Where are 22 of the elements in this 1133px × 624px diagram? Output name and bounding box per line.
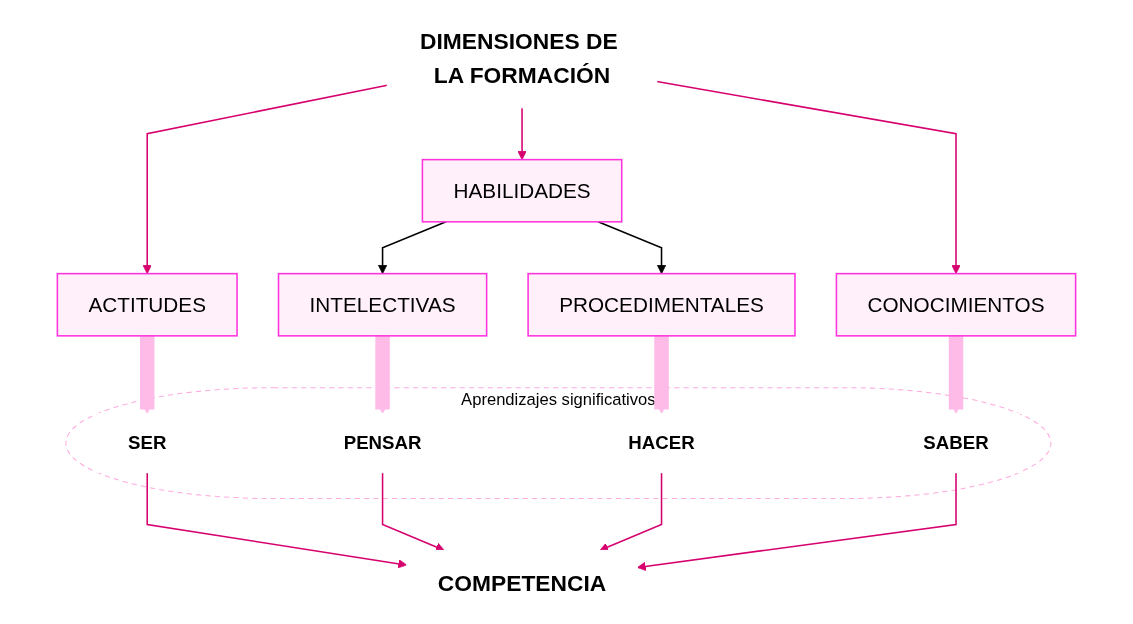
arrow (948, 335, 964, 414)
node-text: COMPETENCIA (437, 570, 607, 597)
arrow (599, 471, 663, 552)
node-text: HACER (628, 432, 695, 453)
node-box: CONOCIMIENTOS (835, 272, 1077, 337)
node-box: PROCEDIMENTALES (527, 272, 796, 337)
arrow (517, 107, 527, 161)
arrow (139, 335, 155, 414)
node-box: INTELECTIVAS (277, 272, 488, 337)
node-box: HABILIDADES (421, 158, 623, 223)
node-text: PENSAR (343, 432, 422, 453)
node-text: SABER (923, 432, 989, 453)
node-text: DIMENSIONES DE LA FORMACIÓN (420, 27, 618, 89)
arrow (381, 471, 445, 552)
arrow (654, 335, 669, 414)
arrow (637, 471, 957, 571)
arrow (375, 335, 390, 414)
arrow (656, 80, 961, 275)
arrow (597, 221, 667, 275)
arrow (378, 221, 447, 275)
node-box: ACTITUDES (56, 272, 238, 337)
node-text: SER (128, 432, 167, 453)
